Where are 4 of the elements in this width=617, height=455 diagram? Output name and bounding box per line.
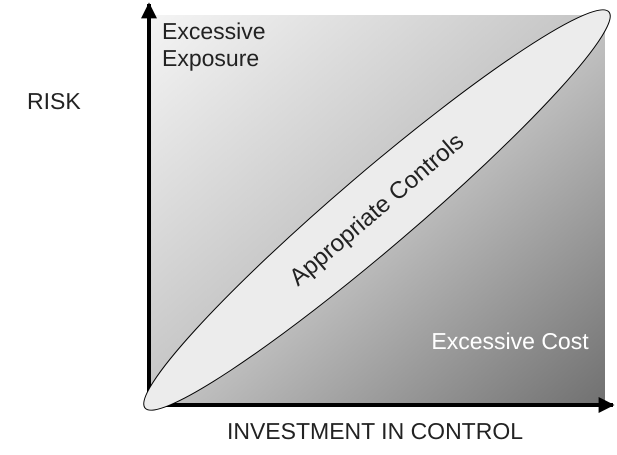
quadrant-label: Excessive Cost (430, 328, 590, 355)
quadrant-label: Excessive Exposure (162, 18, 267, 72)
axis-title: INVESTMENT IN CONTROL (226, 418, 524, 445)
axis-title: RISK (27, 88, 82, 115)
